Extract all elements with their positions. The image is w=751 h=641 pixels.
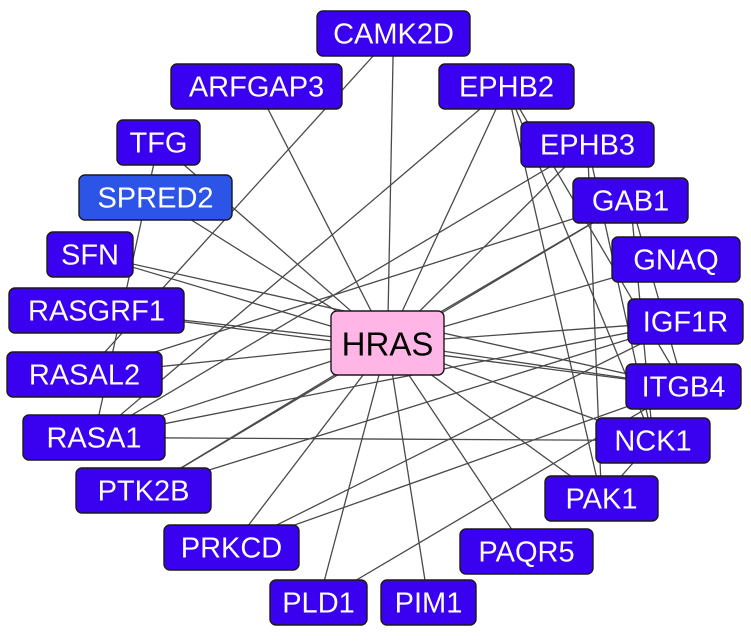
node-box-ephb3 xyxy=(520,121,655,168)
edge-igf1r-prkcd xyxy=(231,320,686,549)
node-box-nck1 xyxy=(595,417,711,464)
node-camk2d: CAMK2D xyxy=(316,10,471,57)
node-gab1: GAB1 xyxy=(572,177,689,224)
node-rasgrf1: RASGRF1 xyxy=(8,287,185,334)
node-box-rasgrf1 xyxy=(8,287,185,334)
node-label-prkcd: PRKCD xyxy=(181,533,283,565)
node-rasa1: RASA1 xyxy=(22,414,166,461)
node-label-igf1r: IGF1R xyxy=(643,307,728,339)
node-box-ephb2 xyxy=(438,63,575,110)
node-label-rasgrf1: RASGRF1 xyxy=(28,296,165,328)
node-label-pim1: PIM1 xyxy=(395,588,463,620)
edge-ephb3-rasa1 xyxy=(93,143,588,439)
node-label-arfgap3: ARFGAP3 xyxy=(189,72,324,104)
edge-ephb2-rasa1 xyxy=(93,86,507,438)
edge-rasa1-nck1 xyxy=(93,436,654,442)
edge-hras-paqr5 xyxy=(386,342,528,552)
node-label-pld1: PLD1 xyxy=(282,588,355,620)
node-hras: HRAS xyxy=(330,310,445,376)
edge-hras-ephb3 xyxy=(387,144,588,344)
node-box-tfg xyxy=(116,119,201,166)
node-box-paqr5 xyxy=(459,528,594,575)
node-label-rasa1: RASA1 xyxy=(46,423,141,455)
node-label-spred2: SPRED2 xyxy=(97,183,213,215)
node-box-camk2d xyxy=(316,10,471,57)
node-spred2: SPRED2 xyxy=(78,174,233,221)
node-box-itgb4 xyxy=(625,363,742,410)
node-label-gnaq: GNAQ xyxy=(633,245,718,277)
edge-hras-ephb2 xyxy=(386,86,508,344)
node-label-sfn: SFN xyxy=(61,240,119,272)
node-pak1: PAK1 xyxy=(544,475,659,522)
node-label-pak1: PAK1 xyxy=(565,484,637,516)
node-rasal2: RASAL2 xyxy=(6,351,163,398)
node-nck1: NCK1 xyxy=(595,417,711,464)
node-box-sfn xyxy=(46,231,134,278)
node-box-rasal2 xyxy=(6,351,163,398)
node-box-hras xyxy=(330,310,445,376)
node-box-pim1 xyxy=(380,579,477,626)
node-box-rasa1 xyxy=(22,414,166,461)
node-ptk2b: PTK2B xyxy=(75,467,212,514)
node-box-ptk2b xyxy=(75,467,212,514)
node-itgb4: ITGB4 xyxy=(625,363,742,410)
node-label-hras: HRAS xyxy=(342,326,434,363)
node-box-prkcd xyxy=(163,524,300,571)
node-box-gnaq xyxy=(611,236,741,283)
node-ephb3: EPHB3 xyxy=(520,121,655,168)
node-box-pak1 xyxy=(544,475,659,522)
edge-hras-pld1 xyxy=(317,342,389,603)
node-box-gab1 xyxy=(572,177,689,224)
node-label-nck1: NCK1 xyxy=(614,426,691,458)
node-label-itgb4: ITGB4 xyxy=(642,372,726,404)
node-label-paqr5: PAQR5 xyxy=(478,537,574,569)
node-pld1: PLD1 xyxy=(269,579,368,626)
node-label-camk2d: CAMK2D xyxy=(333,19,454,51)
node-ephb2: EPHB2 xyxy=(438,63,575,110)
node-label-gab1: GAB1 xyxy=(592,186,669,218)
node-arfgap3: ARFGAP3 xyxy=(170,63,343,110)
node-sfn: SFN xyxy=(46,231,134,278)
node-box-pld1 xyxy=(269,579,368,626)
edge-igf1r-rasa1 xyxy=(93,320,686,439)
edge-hras-camk2d xyxy=(386,33,395,344)
node-pim1: PIM1 xyxy=(380,579,477,626)
edge-gab1-itgb4 xyxy=(629,200,685,387)
node-label-ephb3: EPHB3 xyxy=(540,130,635,162)
node-label-ephb2: EPHB2 xyxy=(459,72,554,104)
edge-itgb4-prkcd xyxy=(231,385,684,549)
node-label-rasal2: RASAL2 xyxy=(29,360,140,392)
edge-hras-prkcd xyxy=(230,342,389,548)
node-box-arfgap3 xyxy=(170,63,343,110)
edge-gab1-rasal2 xyxy=(84,199,631,376)
edge-hras-pim1 xyxy=(386,342,430,603)
edge-hras-arfgap3 xyxy=(255,86,389,344)
node-prkcd: PRKCD xyxy=(163,524,300,571)
node-tfg: TFG xyxy=(116,119,201,166)
node-label-tfg: TFG xyxy=(130,128,188,160)
node-box-spred2 xyxy=(78,174,233,221)
node-paqr5: PAQR5 xyxy=(459,528,594,575)
node-label-ptk2b: PTK2B xyxy=(98,476,190,508)
node-gnaq: GNAQ xyxy=(611,236,741,283)
edge-igf1r-ptk2b xyxy=(143,320,686,492)
node-box-igf1r xyxy=(627,298,744,345)
node-igf1r: IGF1R xyxy=(627,298,744,345)
